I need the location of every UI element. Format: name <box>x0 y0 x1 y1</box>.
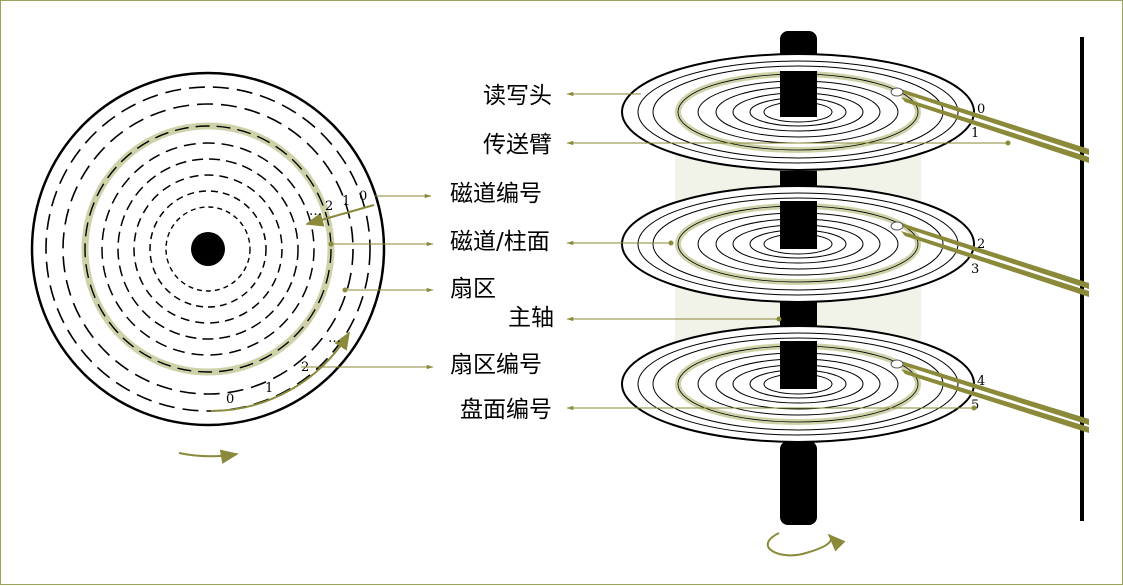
label-arm: 传送臂 <box>483 132 552 158</box>
platter-stack: 0 1 2 3 4 5 <box>621 31 1089 557</box>
label-track-cylinder: 磁道/柱面 <box>450 229 550 255</box>
surface-num-1: 1 <box>971 126 979 141</box>
track-num-more: … <box>309 204 322 219</box>
surface-num-5: 5 <box>971 398 979 413</box>
track-num-1: 1 <box>342 194 350 209</box>
platter-2 <box>621 185 975 303</box>
track-number-arrow <box>305 204 375 227</box>
track-num-0: 0 <box>359 189 367 204</box>
track-num-2: 2 <box>325 199 333 214</box>
leader-lines-right <box>566 91 1011 411</box>
label-sector-number: 扇区编号 <box>450 352 542 378</box>
sector-num-0: 0 <box>226 392 234 407</box>
surface-num-3: 3 <box>971 262 979 277</box>
surface-num-0: 0 <box>977 102 985 117</box>
read-write-heads <box>890 87 904 369</box>
platter-top-view: 0 1 2 … 0 1 2 … <box>30 71 386 464</box>
sector-num-more: … <box>328 331 341 346</box>
rotation-arrow-left <box>178 449 239 464</box>
platter-1 <box>621 53 975 171</box>
label-head: 读写头 <box>483 83 552 109</box>
actuator-arms <box>901 89 1089 433</box>
surface-num-2: 2 <box>977 237 985 252</box>
sector-num-1: 1 <box>265 381 273 396</box>
platter-3 <box>621 325 975 443</box>
sector-number-arrow <box>210 331 350 412</box>
label-spindle: 主轴 <box>508 305 554 331</box>
leader-lines-left <box>301 193 434 370</box>
label-surface-number: 盘面编号 <box>460 397 552 423</box>
spindle-hole <box>191 232 225 266</box>
surface-num-4: 4 <box>977 374 985 389</box>
label-sector: 扇区 <box>450 276 496 302</box>
rotation-arrow-right <box>766 532 846 557</box>
label-track-number: 磁道编号 <box>450 181 542 207</box>
